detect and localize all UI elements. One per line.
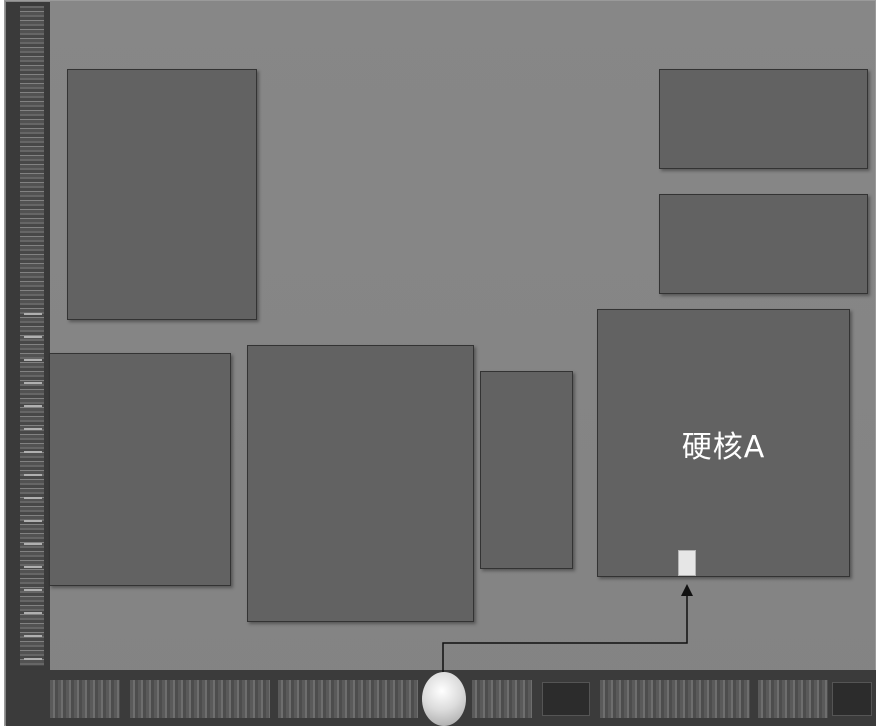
bottom-io-pads	[130, 680, 270, 718]
macro-block	[659, 194, 868, 294]
bottom-io-pads	[472, 680, 532, 718]
macro-block	[480, 371, 573, 569]
bottom-io-pads	[600, 680, 750, 718]
macro-block	[659, 69, 868, 169]
io-pad-ball-icon	[422, 672, 466, 726]
bottom-io-pads	[50, 680, 120, 718]
bottom-io-pads	[278, 680, 418, 718]
left-io-pad-highlights	[24, 302, 42, 662]
macro-block	[67, 69, 257, 320]
left-io-ring	[6, 2, 50, 670]
hard-core-label: 硬核A	[681, 430, 766, 465]
bottom-io-macro	[542, 682, 590, 716]
bottom-io-corner	[832, 682, 872, 716]
macro-block	[49, 353, 231, 586]
hard-core-a-block: 硬核A	[597, 309, 850, 577]
pin-marker-icon	[678, 550, 696, 576]
macro-block	[247, 345, 474, 622]
bottom-io-pads	[758, 680, 828, 718]
